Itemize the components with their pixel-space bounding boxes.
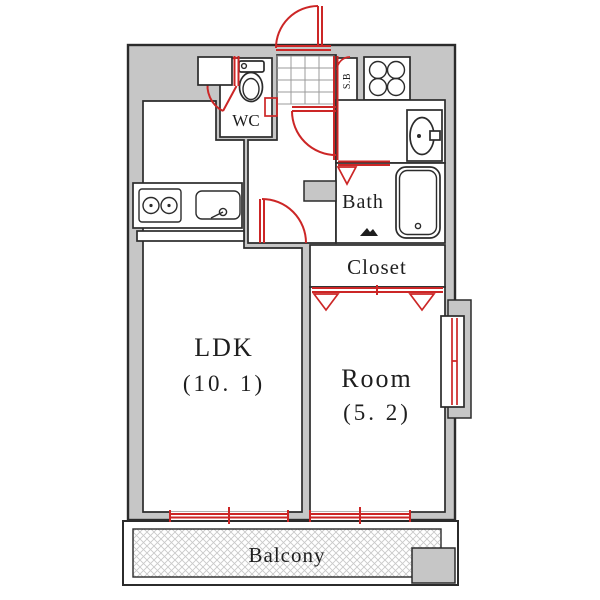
- room-label: Room: [341, 364, 413, 393]
- shoe-box-door-arc: [336, 56, 351, 71]
- bay-window: [440, 315, 465, 408]
- room-bedroom: [309, 286, 446, 513]
- stove-icon: [138, 188, 182, 223]
- hall-bath-wall-stub: [303, 180, 337, 202]
- bath-step-icon: [360, 228, 378, 236]
- ldk-door-swing: [259, 198, 307, 244]
- balcony-hatch: [132, 528, 442, 578]
- wc-label: WC: [232, 111, 259, 130]
- balcony-label: Balcony: [249, 543, 326, 567]
- entrance-step-marker: [264, 97, 278, 117]
- sink-icon: [195, 190, 241, 220]
- balcony-area: [122, 520, 459, 586]
- closet: [309, 244, 446, 288]
- closet-folding-door: [312, 285, 443, 312]
- balcony-wall-step: [411, 547, 456, 584]
- washer-pan-clover: [368, 60, 406, 97]
- bath-label: Bath: [342, 191, 384, 213]
- ldk-size-label: (10. 1): [183, 371, 265, 396]
- entrance-door-swing: [275, 5, 331, 51]
- ldk-label: LDK: [194, 333, 253, 362]
- balcony-window-right: [309, 507, 411, 524]
- washer-pan-icon: [363, 56, 411, 101]
- hall-door-swing: [291, 106, 337, 156]
- washroom-sliding-door: [333, 56, 339, 160]
- bathtub-icon: [395, 166, 441, 239]
- shoe-box-label: S.B: [342, 73, 353, 89]
- washbasin-icon: [406, 109, 443, 162]
- toilet-icon: [238, 60, 265, 103]
- closet-label: Closet: [347, 255, 407, 279]
- kitchen-counter: [132, 182, 245, 242]
- entrance-cabinet: [197, 56, 233, 86]
- balcony-window-left: [169, 507, 289, 524]
- bath-folding-door-marker: [336, 160, 390, 186]
- room-size-label: (5. 2): [343, 400, 411, 425]
